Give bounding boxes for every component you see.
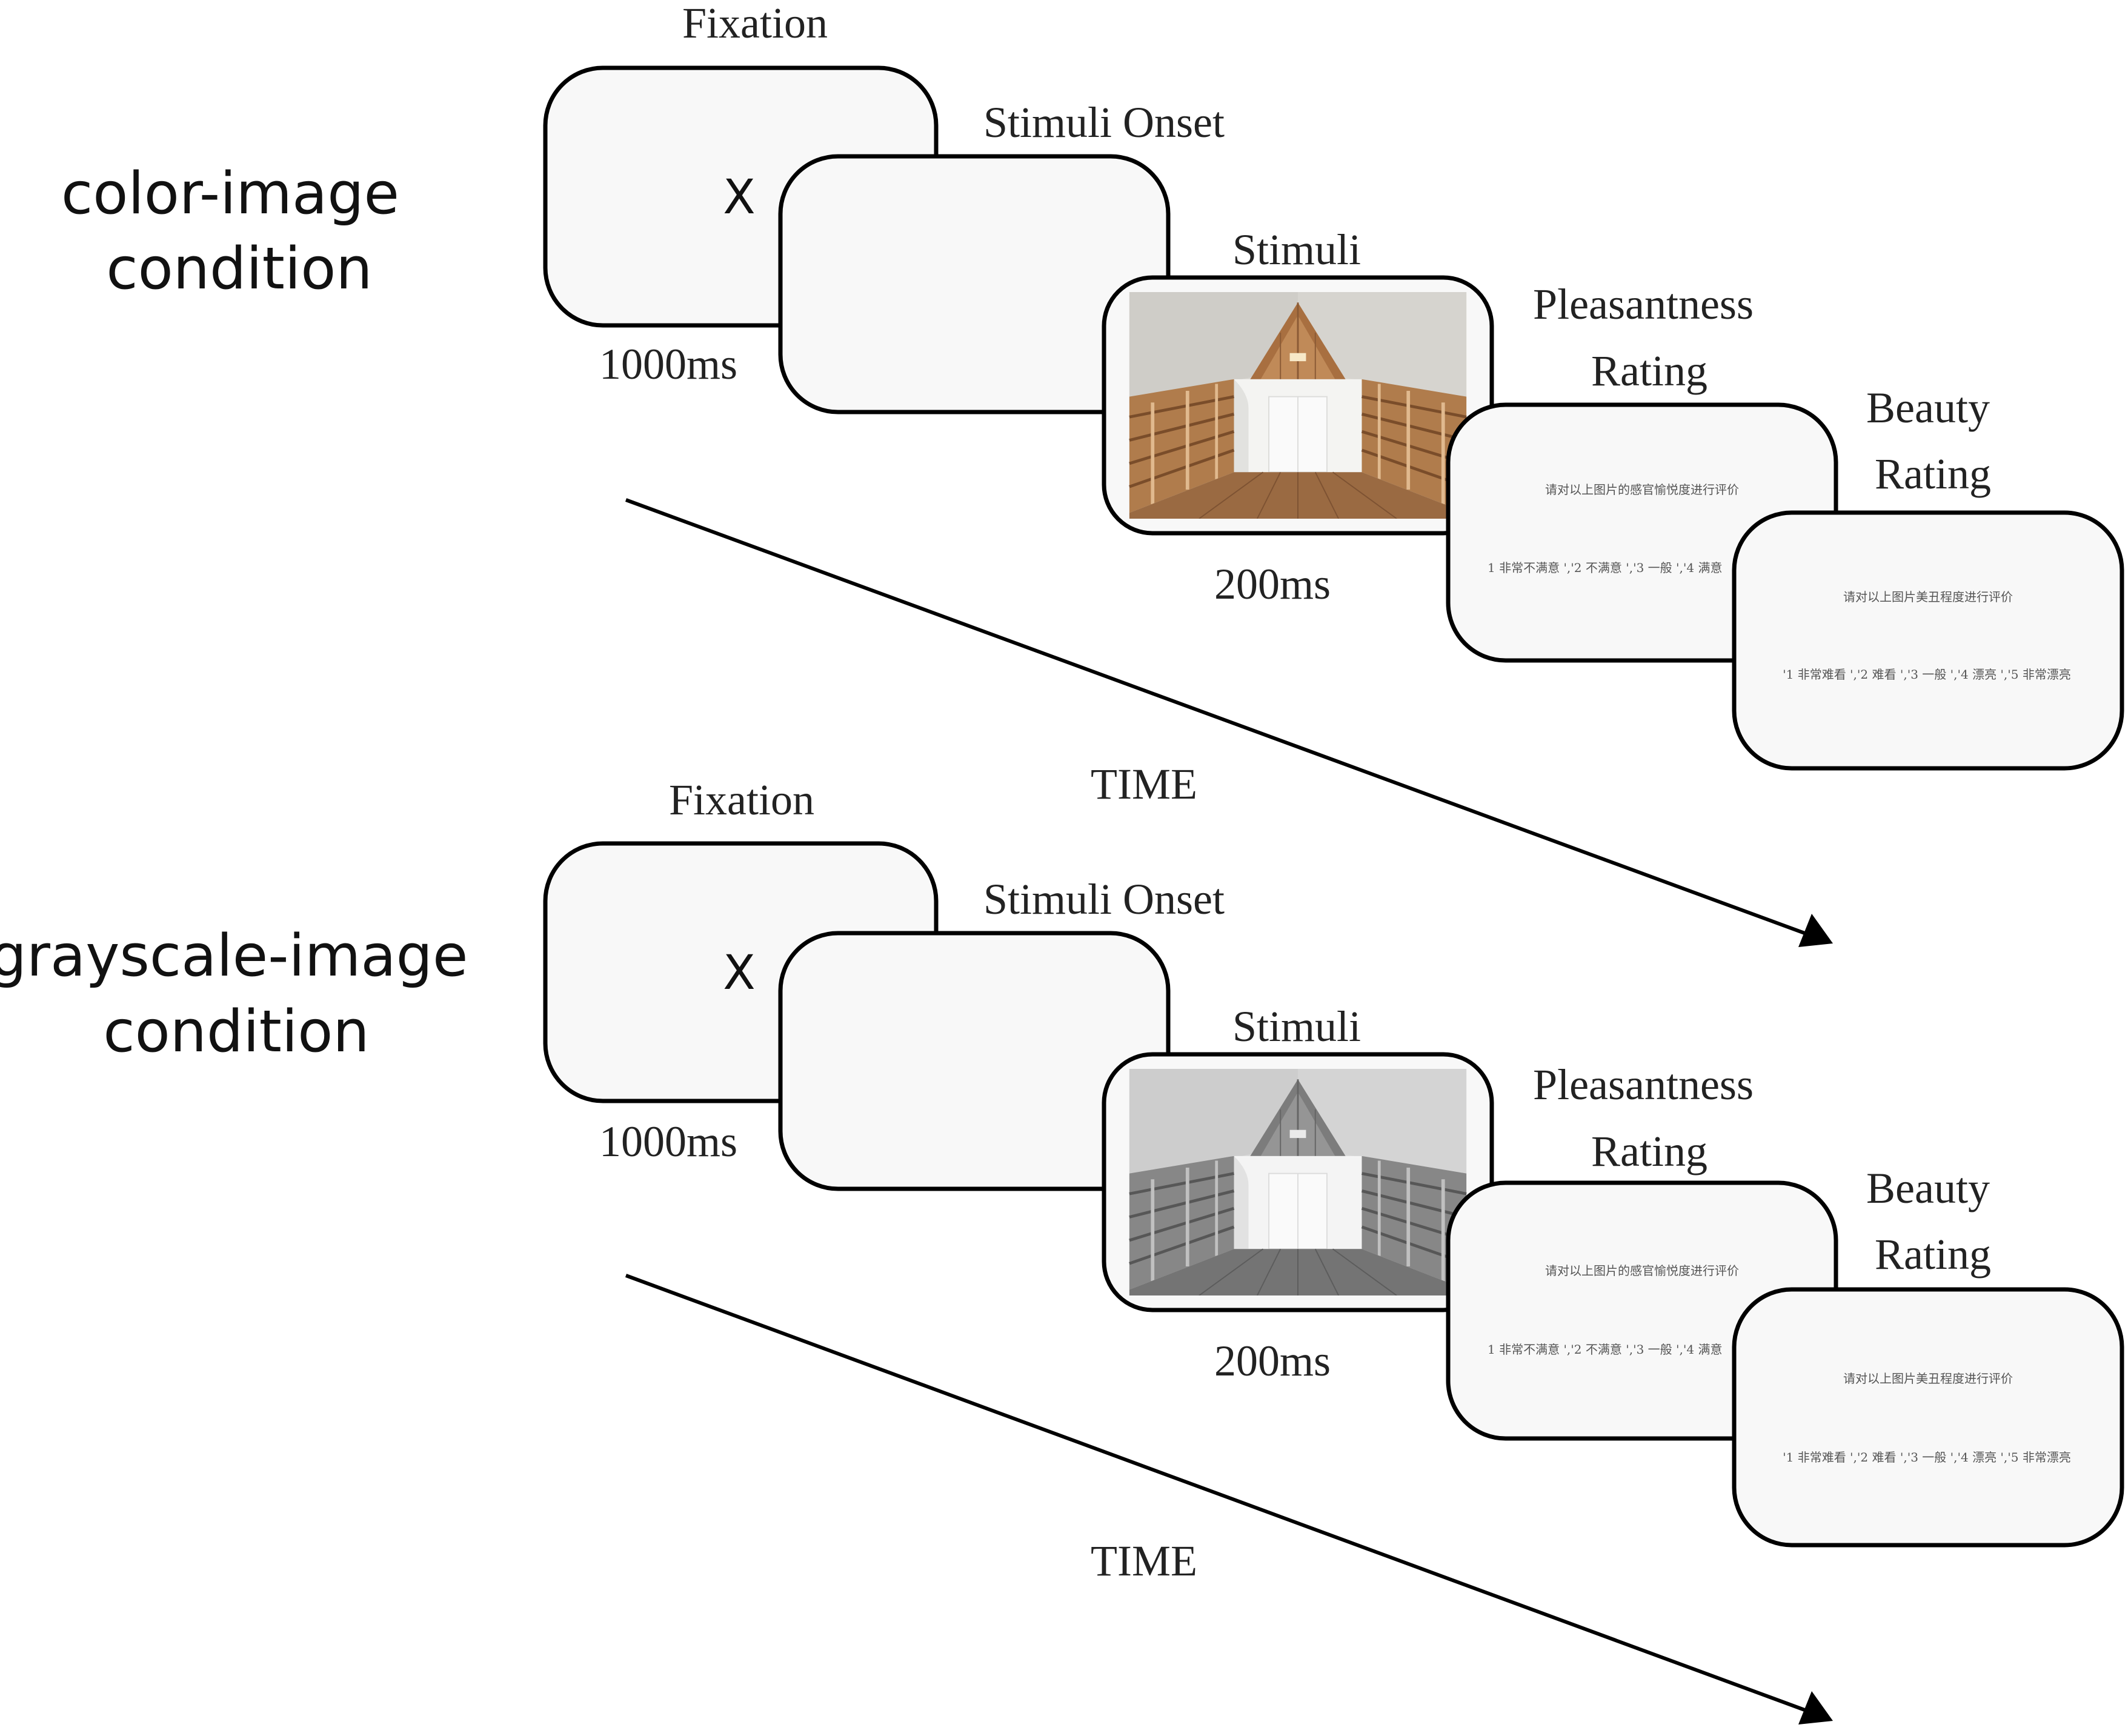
pleasantness-title: Pleasantness [1533, 280, 1754, 328]
pleasantness-title: Rating [1591, 347, 1707, 395]
condition-label: color-image [61, 161, 399, 227]
stimuli-duration: 200ms [1214, 560, 1331, 608]
beauty-rating-screen [1732, 510, 2124, 771]
fixation-title: Fixation [682, 0, 828, 47]
beauty-prompt: 请对以上图片美丑程度进行评价 [1843, 590, 2013, 604]
beauty-scale: '1 非常难看 ','2 难看 ','3 一般 ','4 漂亮 ','5 非常漂… [1783, 1450, 2071, 1465]
stimulus-image-grayscale [1129, 1069, 1466, 1295]
color-condition-group: color-image condition TIME Fixation X 10… [61, 0, 2124, 947]
stimuli-title: Stimuli [1232, 1002, 1361, 1051]
beauty-title: Rating [1875, 1230, 1991, 1279]
beauty-rating-screen [1732, 1287, 2124, 1548]
pleasantness-prompt: 请对以上图片的感官愉悦度进行评价 [1545, 1263, 1739, 1278]
condition-label: condition [103, 999, 369, 1065]
stimuli-duration: 200ms [1214, 1337, 1331, 1385]
onset-title: Stimuli Onset [983, 98, 1225, 147]
beauty-title: Beauty [1866, 384, 1990, 432]
fixation-cross: X [723, 946, 755, 1000]
pleasantness-title: Rating [1591, 1127, 1707, 1176]
stimulus-image [1129, 292, 1466, 519]
stimuli-title: Stimuli [1232, 225, 1361, 274]
beauty-title: Rating [1875, 450, 1991, 498]
condition-label: grayscale-image [0, 923, 468, 989]
time-label: TIME [1091, 1537, 1197, 1585]
beauty-prompt: 请对以上图片美丑程度进行评价 [1843, 1371, 2013, 1386]
onset-title: Stimuli Onset [983, 875, 1225, 923]
fixation-cross: X [723, 170, 755, 225]
time-arrow [625, 1274, 1819, 1717]
condition-label: condition [106, 236, 372, 302]
time-label: TIME [1091, 760, 1197, 808]
pleasantness-scale: 1 非常不满意 ','2 不满意 ','3 一般 ','4 满意 [1488, 1342, 1722, 1357]
beauty-scale: '1 非常难看 ','2 难看 ','3 一般 ','4 漂亮 ','5 非常漂… [1783, 667, 2071, 682]
fixation-duration: 1000ms [599, 1117, 737, 1166]
fixation-title: Fixation [669, 776, 814, 824]
pleasantness-prompt: 请对以上图片的感官愉悦度进行评价 [1545, 482, 1739, 497]
arrowhead-icon [1798, 1691, 1833, 1724]
beauty-title: Beauty [1866, 1164, 1990, 1212]
grayscale-condition-group: grayscale-image condition TIME Fixation … [0, 776, 2124, 1724]
time-arrow [625, 498, 1819, 940]
fixation-duration: 1000ms [599, 340, 737, 388]
pleasantness-title: Pleasantness [1533, 1060, 1754, 1109]
arrowhead-icon [1798, 914, 1833, 947]
pleasantness-scale: 1 非常不满意 ','2 不满意 ','3 一般 ','4 满意 [1488, 560, 1722, 575]
